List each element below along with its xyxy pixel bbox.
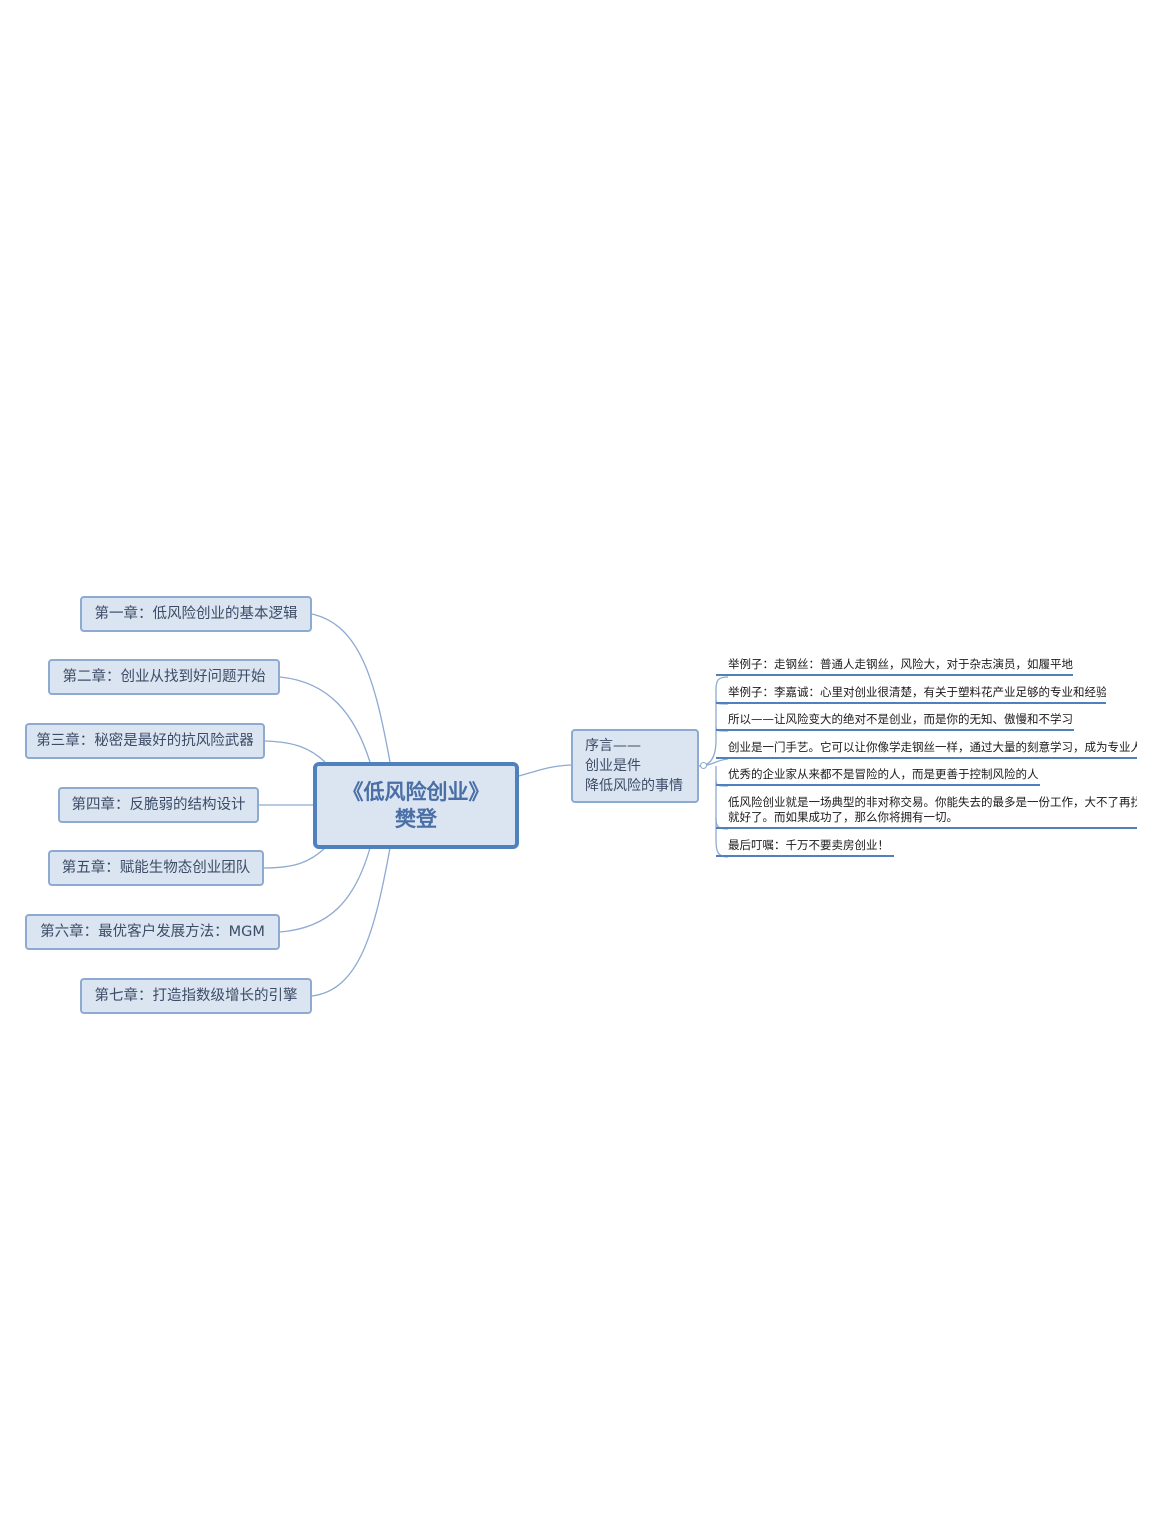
chapter-label: 第六章：最优客户发展方法：MGM	[40, 924, 265, 940]
central-topic[interactable]: 《低风险创业》 樊登	[313, 762, 519, 849]
chapter-node-4[interactable]: 第四章：反脆弱的结构设计	[58, 787, 259, 823]
preface-point-4[interactable]: 创业是一门手艺。它可以让你像学走钢丝一样，通过大量的刻意学习，成为专业人士	[716, 740, 1137, 759]
chapter-node-7[interactable]: 第七章：打造指数级增长的引擎	[80, 978, 312, 1014]
point-text: 举例子：走钢丝：普通人走钢丝，风险大，对于杂志演员，如履平地	[728, 657, 1073, 671]
chapter-node-5[interactable]: 第五章：赋能生物态创业团队	[48, 850, 264, 886]
chapter-node-1[interactable]: 第一章：低风险创业的基本逻辑	[80, 596, 312, 632]
preface-point-3[interactable]: 所以——让风险变大的绝对不是创业，而是你的无知、傲慢和不学习！	[716, 712, 1074, 731]
chapter-node-2[interactable]: 第二章：创业从找到好问题开始	[48, 659, 280, 695]
chapter-label: 第二章：创业从找到好问题开始	[62, 669, 266, 685]
chapter-node-6[interactable]: 第六章：最优客户发展方法：MGM	[25, 914, 280, 950]
chapter-label: 第三章：秘密是最好的抗风险武器	[36, 733, 254, 749]
preface-point-7[interactable]: 最后叮嘱：千万不要卖房创业！	[716, 838, 894, 857]
point-text: 优秀的企业家从来都不是冒险的人，而是更善于控制风险的人	[728, 767, 1039, 781]
collapse-toggle-icon[interactable]	[700, 762, 707, 769]
preface-point-2[interactable]: 举例子：李嘉诚：心里对创业很清楚，有关于塑料花产业足够的专业和经验	[716, 685, 1106, 704]
point-text: 举例子：李嘉诚：心里对创业很清楚，有关于塑料花产业足够的专业和经验	[728, 685, 1106, 699]
point-text: 最后叮嘱：千万不要卖房创业！	[728, 838, 889, 852]
chapter-label: 第一章：低风险创业的基本逻辑	[94, 606, 298, 622]
point-text: 低风险创业就是一场典型的非对称交易。你能失去的最多是一份工作，大不了再找一份	[728, 795, 1137, 809]
point-text: 所以——让风险变大的绝对不是创业，而是你的无知、傲慢和不学习！	[728, 712, 1074, 726]
central-author: 樊登	[395, 806, 437, 831]
point-text: 创业是一门手艺。它可以让你像学走钢丝一样，通过大量的刻意学习，成为专业人士	[728, 740, 1137, 754]
chapter-label: 第四章：反脆弱的结构设计	[71, 797, 246, 813]
preface-point-1[interactable]: 举例子：走钢丝：普通人走钢丝，风险大，对于杂志演员，如履平地	[716, 657, 1073, 676]
preface-node[interactable]: 序言—— 创业是件 降低风险的事情	[571, 729, 699, 803]
preface-line: 创业是件	[585, 758, 641, 774]
preface-line: 序言——	[585, 738, 641, 754]
preface-point-5[interactable]: 优秀的企业家从来都不是冒险的人，而是更善于控制风险的人	[716, 767, 1040, 786]
preface-line: 降低风险的事情	[585, 778, 683, 794]
chapter-node-3[interactable]: 第三章：秘密是最好的抗风险武器	[25, 723, 265, 759]
chapter-label: 第七章：打造指数级增长的引擎	[94, 988, 298, 1004]
preface-point-6[interactable]: 低风险创业就是一场典型的非对称交易。你能失去的最多是一份工作，大不了再找一份 就…	[716, 795, 1137, 829]
central-title: 《低风险创业》	[342, 779, 490, 804]
point-text: 就好了。而如果成功了，那么你将拥有一切。	[728, 810, 958, 824]
chapter-label: 第五章：赋能生物态创业团队	[61, 860, 251, 876]
